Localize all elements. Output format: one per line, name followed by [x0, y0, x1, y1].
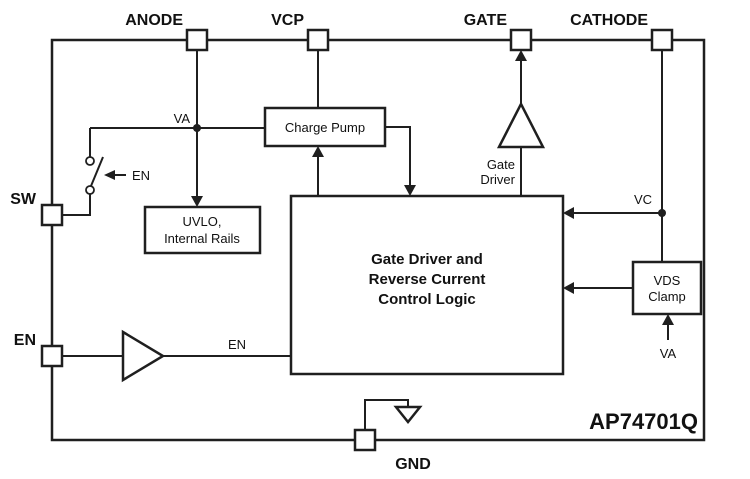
net-label-en-switch: EN: [132, 168, 150, 183]
pin-label-vcp: VCP: [271, 12, 304, 29]
charge-pump-label: Charge Pump: [285, 120, 365, 135]
net-label-gate-driver-line2: Driver: [480, 172, 515, 187]
arrowhead-clamp-into-logic: [563, 282, 574, 294]
wire-switch-to-sw-pin: [62, 194, 91, 216]
switch-blade: [90, 156, 104, 187]
control-logic-label-line3: Control Logic: [378, 291, 476, 308]
switch-contact-top: [85, 156, 95, 166]
pin-label-gate: GATE: [464, 12, 508, 29]
charge-pump-block: [263, 106, 387, 148]
wire-charge-pump-to-logic: [385, 126, 411, 188]
arrowhead-into-uvlo: [191, 196, 203, 207]
vds-clamp-block: [631, 260, 703, 316]
uvlo-label-line2: Internal Rails: [164, 231, 240, 246]
control-logic-block: [289, 194, 565, 376]
cathode-pin: [650, 28, 674, 52]
en-buffer-icon: [121, 329, 166, 383]
arrowhead-into-logic-top: [404, 185, 416, 196]
arrowhead-into-charge-pump: [312, 146, 324, 157]
control-logic-label-line1: Gate Driver and: [371, 251, 483, 268]
vds-clamp-label-line1: VDS: [654, 273, 681, 288]
vcp-pin: [306, 28, 330, 52]
en-pin: [40, 344, 64, 368]
chip-boundary: [50, 38, 706, 442]
arrowhead-va-into-clamp: [662, 314, 674, 325]
pin-label-anode: ANODE: [125, 12, 183, 29]
vds-clamp-label-line2: Clamp: [648, 289, 686, 304]
pin-label-en: EN: [14, 332, 36, 349]
pin-label-sw: SW: [10, 191, 37, 208]
gate-pin: [509, 28, 533, 52]
pin-label-cathode: CATHODE: [570, 12, 648, 29]
net-label-vc: VC: [634, 192, 652, 207]
net-label-gate-driver-line1: Gate: [487, 157, 515, 172]
chip-name: AP74701Q: [589, 409, 698, 434]
sw-pin: [40, 203, 64, 227]
net-label-en-signal: EN: [228, 337, 246, 352]
arrowhead-en-switch: [104, 170, 115, 180]
net-label-va-anode: VA: [174, 111, 191, 126]
control-logic-label-line2: Reverse Current: [369, 271, 486, 288]
ground-symbol-icon: [393, 405, 423, 425]
pin-label-gnd: GND: [395, 456, 431, 473]
gnd-pin: [353, 428, 377, 452]
arrowhead-vc-into-logic: [563, 207, 574, 219]
net-label-va-clamp: VA: [660, 346, 677, 361]
uvlo-label-line1: UVLO,: [182, 214, 221, 229]
wire-gnd: [364, 399, 409, 430]
arrowhead-into-gate-pin: [515, 50, 527, 61]
gate-driver-amplifier-icon: [496, 101, 546, 149]
uvlo-block: [143, 205, 262, 255]
switch-contact-bottom: [85, 185, 95, 195]
anode-pin: [185, 28, 209, 52]
